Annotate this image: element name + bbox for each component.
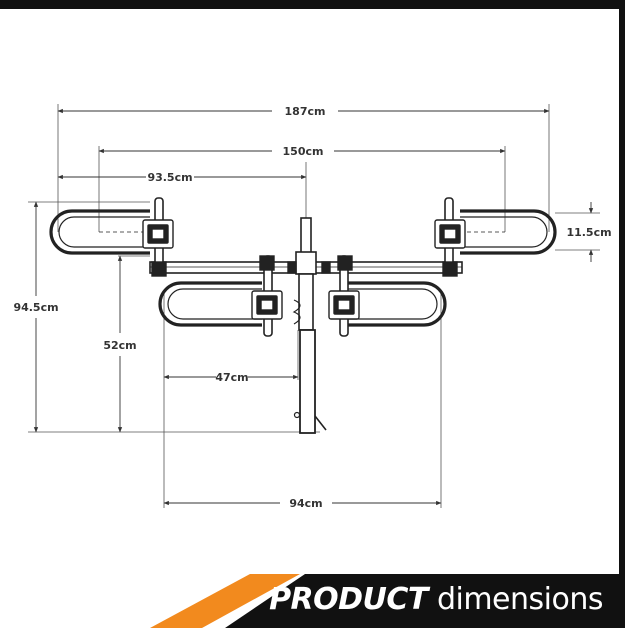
top-border — [0, 0, 625, 9]
label-inner-width: 150cm — [283, 145, 324, 158]
label-lower-width: 94cm — [289, 497, 322, 510]
lower-left-arm — [158, 281, 262, 327]
rack-structure — [49, 197, 557, 434]
hitch-bar — [299, 329, 316, 434]
label-lower-half-width: 47cm — [215, 371, 248, 384]
accent-stripe — [150, 574, 300, 628]
bike-clamps — [142, 219, 466, 320]
right-border — [619, 0, 625, 628]
upper-right-arm — [460, 209, 557, 255]
label-overall-width: 187cm — [285, 105, 326, 118]
footer-title-light: dimensions — [436, 582, 604, 617]
footer-banner — [150, 574, 625, 628]
dimension-lines — [33, 108, 594, 506]
label-total-height: 94.5cm — [13, 301, 58, 314]
label-clamp-height: 11.5cm — [566, 226, 611, 239]
footer-title-bold: PRODUCT — [269, 582, 428, 617]
label-arm-height: 52cm — [103, 339, 136, 352]
banner-background — [225, 574, 625, 628]
extension-lines — [28, 104, 600, 508]
label-half-width: 93.5cm — [147, 171, 192, 184]
footer-title: PRODUCT dimensions — [269, 582, 603, 618]
upper-left-arm — [49, 209, 150, 255]
lower-right-arm — [342, 281, 447, 327]
